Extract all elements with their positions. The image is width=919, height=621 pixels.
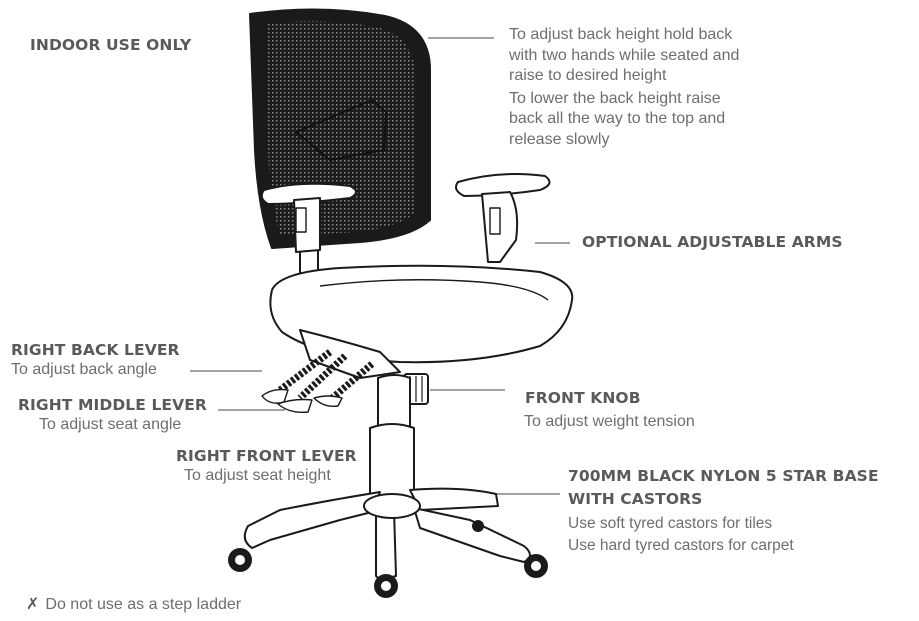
step-ladder-text: Do not use as a step ladder (45, 596, 242, 613)
gas-lift (369, 374, 415, 506)
front-lever-desc: To adjust seat height (184, 467, 331, 484)
back-lever-handle (261, 388, 289, 404)
indoor-use-warning: INDOOR USE ONLY (30, 36, 192, 54)
levers (261, 349, 375, 414)
back-height-line: raise to desired height (509, 67, 667, 84)
mechanism (299, 329, 401, 379)
middle-lever-handle (277, 398, 313, 414)
middle-lever-title: RIGHT MIDDLE LEVER (18, 396, 207, 414)
right-arm (455, 173, 551, 263)
back-height-line: back all the way to the top and (509, 110, 726, 127)
left-arm (260, 182, 357, 253)
front-knob-desc: To adjust weight tension (524, 413, 695, 430)
front-lever-title: RIGHT FRONT LEVER (176, 447, 357, 465)
middle-lever-desc: To adjust seat angle (39, 416, 182, 433)
base-desc-line1: Use soft tyred castors for tiles (568, 515, 773, 532)
back-lever-title: RIGHT BACK LEVER (11, 341, 180, 359)
leader-lines (190, 37, 570, 495)
back-height-line: release slowly (509, 130, 610, 148)
base-desc-line2: Use hard tyred castors for carpet (568, 537, 794, 554)
backrest (249, 8, 431, 249)
step-ladder-warning: ✗ Do not use as a step ladder (26, 594, 241, 614)
star-base (243, 487, 531, 581)
front-lever-handle (313, 395, 343, 408)
back-height-line: To lower the back height raise (509, 89, 721, 107)
back-height-line: with two hands while seated and (509, 46, 740, 64)
castors (228, 520, 548, 598)
back-height-instructions: To adjust back height hold back with two… (509, 25, 739, 150)
back-height-line: To adjust back height hold back (509, 26, 733, 43)
base-title-line1: 700MM BLACK NYLON 5 STAR BASE (568, 467, 879, 485)
x-mark-icon: ✗ (26, 594, 40, 613)
base-title-line2: WITH CASTORS (568, 490, 703, 508)
back-lever-desc: To adjust back angle (11, 361, 157, 378)
front-knob-title: FRONT KNOB (525, 389, 641, 407)
arms-label: OPTIONAL ADJUSTABLE ARMS (582, 233, 843, 251)
